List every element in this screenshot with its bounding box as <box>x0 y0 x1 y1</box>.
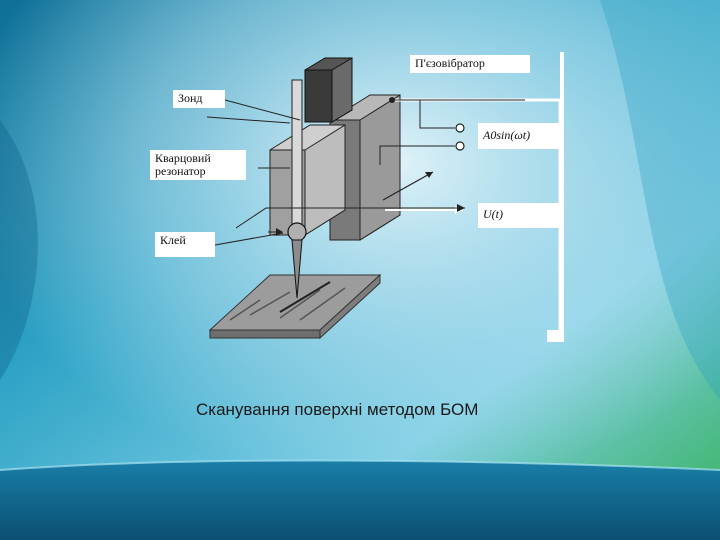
label-quartz-line1: Кварцовий <box>155 151 211 165</box>
label-quartz-resonator: Кварцовий резонатор <box>150 150 246 180</box>
label-probe: Зонд <box>173 90 225 108</box>
slide-caption: Сканування поверхні методом БОМ <box>196 400 479 419</box>
label-quartz-line2: резонатор <box>155 164 206 178</box>
glue-bead <box>287 222 307 242</box>
label-glue: Клей <box>155 232 215 257</box>
label-piezovibrator: П'єзовібратор <box>410 55 530 73</box>
label-signal-in: A0sin(ωt) <box>478 123 560 149</box>
probe-tip <box>291 239 303 299</box>
label-signal-out: U(t) <box>478 203 560 228</box>
